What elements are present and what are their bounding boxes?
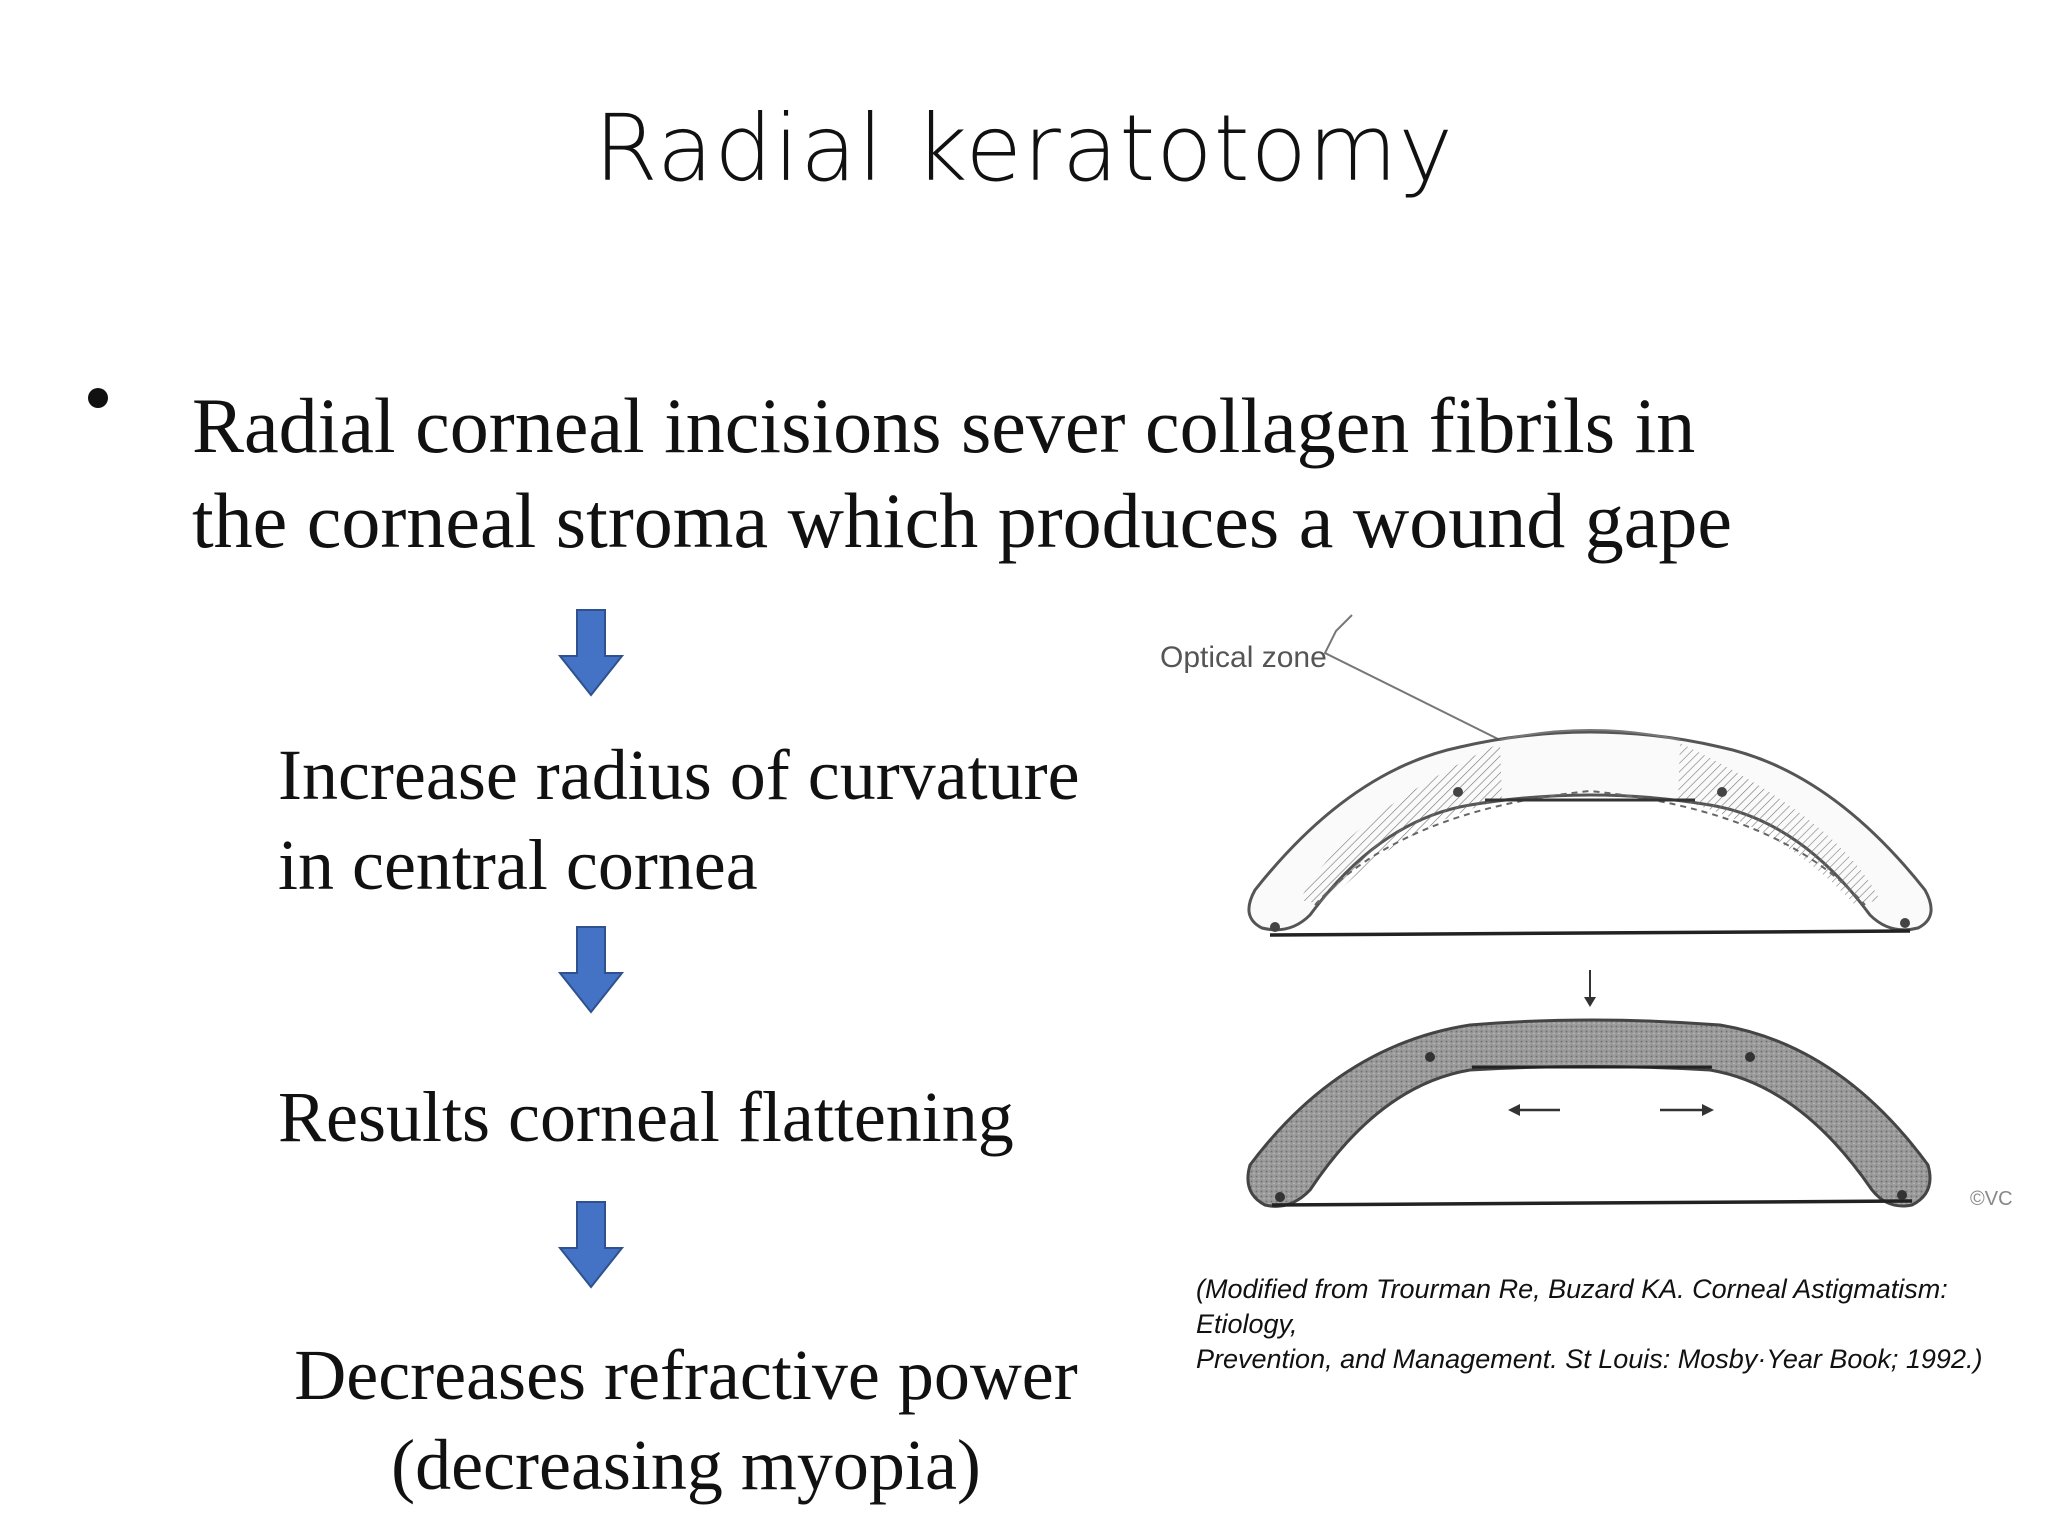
marker-point <box>1453 787 1463 797</box>
transition-arrowhead <box>1584 997 1596 1007</box>
bullet-text: Radial corneal incisions sever collagen … <box>192 378 1892 568</box>
left-arrowhead-icon <box>1508 1104 1520 1116</box>
incision-zone-right <box>1678 743 1880 905</box>
marker-point <box>1425 1052 1435 1062</box>
step3-line-2: (decreasing myopia) <box>391 1425 981 1505</box>
down-arrow-icon <box>557 926 625 1014</box>
bullet-line-1: Radial corneal incisions sever collagen … <box>192 382 1696 469</box>
figure-caption: (Modified from Trourman Re, Buzard KA. C… <box>1196 1272 2036 1377</box>
artist-initials: ©VC <box>1970 1188 2013 1210</box>
marker-point <box>1717 787 1727 797</box>
step1-line-2: in central cornea <box>278 825 758 905</box>
original-dome-line <box>1499 729 1681 741</box>
step-decreases-power: Decreases refractive power (decreasing m… <box>276 1330 1096 1510</box>
caption-line-1: (Modified from Trourman Re, Buzard KA. C… <box>1196 1274 1948 1339</box>
lower-chord-after <box>1271 1199 1913 1207</box>
lower-chord <box>1269 929 1911 937</box>
down-arrow-icon <box>557 1201 625 1289</box>
step3-line-1: Decreases refractive power <box>294 1335 1078 1415</box>
step-increase-radius: Increase radius of curvature in central … <box>278 730 1080 910</box>
optical-zone-leader <box>1323 614 1501 741</box>
marker-point <box>1900 918 1910 928</box>
marker-point <box>1275 1192 1285 1202</box>
cornea-diagram: Optical zone ©VC <box>1160 614 2013 1210</box>
marker-point <box>1897 1190 1907 1200</box>
slide-title: Radial keratotomy <box>593 95 1454 202</box>
bullet-line-2: the corneal stroma which produces a woun… <box>192 477 1732 564</box>
down-arrow-icon <box>557 609 625 697</box>
optical-zone-label: Optical zone <box>1160 641 1327 674</box>
marker-point <box>1745 1052 1755 1062</box>
step-corneal-flattening: Results corneal flattening <box>278 1077 1014 1157</box>
bullet-dot <box>88 388 108 408</box>
cornea-after <box>1246 1018 1932 1208</box>
incision-zone-left <box>1300 743 1502 905</box>
caption-line-2: Prevention, and Management. St Louis: Mo… <box>1196 1344 1983 1374</box>
marker-point <box>1270 922 1280 932</box>
right-arrowhead-icon <box>1702 1104 1714 1116</box>
cornea-before <box>1247 730 1933 932</box>
step1-line-1: Increase radius of curvature <box>278 735 1080 815</box>
